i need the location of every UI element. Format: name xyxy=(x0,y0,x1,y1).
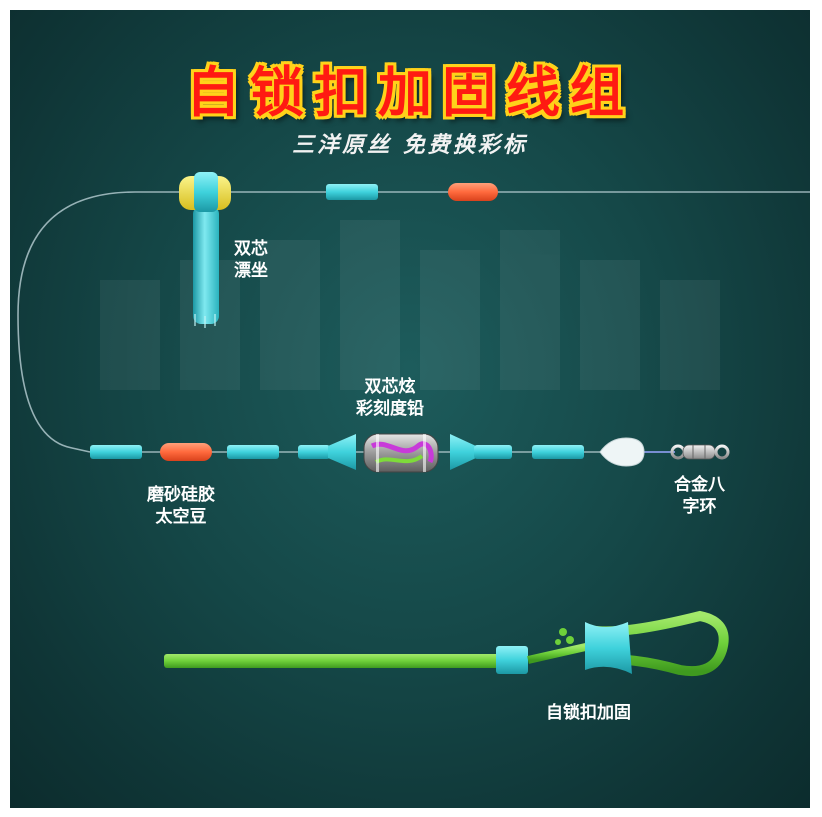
sinker xyxy=(363,433,439,473)
label-space-beans: 磨砂硅胶 太空豆 xyxy=(147,485,215,527)
page-subtitle: 三洋原丝 免费换彩标 xyxy=(292,132,528,158)
cyan-bead xyxy=(298,445,330,459)
cyan-bead xyxy=(90,445,142,459)
lock-rig xyxy=(86,610,729,676)
swivel xyxy=(670,444,730,460)
page-title: 自锁扣加固线组 xyxy=(186,61,634,124)
silicone-stopper xyxy=(599,437,645,467)
cyan-bead xyxy=(474,445,512,459)
cyan-bead xyxy=(227,445,279,459)
rig-illustration xyxy=(17,172,810,676)
cyan-bead xyxy=(532,445,584,459)
label-sinker: 双芯炫 彩刻度铅 xyxy=(356,377,424,419)
cone-bead-left xyxy=(328,434,356,470)
float-seat xyxy=(179,172,231,328)
label-swivel: 合金八 字环 xyxy=(674,475,725,517)
label-lock: 自锁扣加固 xyxy=(546,703,631,723)
orange-bean xyxy=(448,183,498,201)
orange-bean xyxy=(160,443,212,461)
cyan-bead xyxy=(326,184,378,200)
cone-bead-right xyxy=(450,434,476,470)
watermark xyxy=(100,220,720,390)
product-banner: 自锁扣加固线组 三洋原丝 免费换彩标 双芯 漂坐 双芯炫 彩刻度铅 磨砂硅胶 太… xyxy=(10,10,810,808)
main-line xyxy=(17,191,810,453)
label-float-seat: 双芯 漂坐 xyxy=(234,239,268,281)
